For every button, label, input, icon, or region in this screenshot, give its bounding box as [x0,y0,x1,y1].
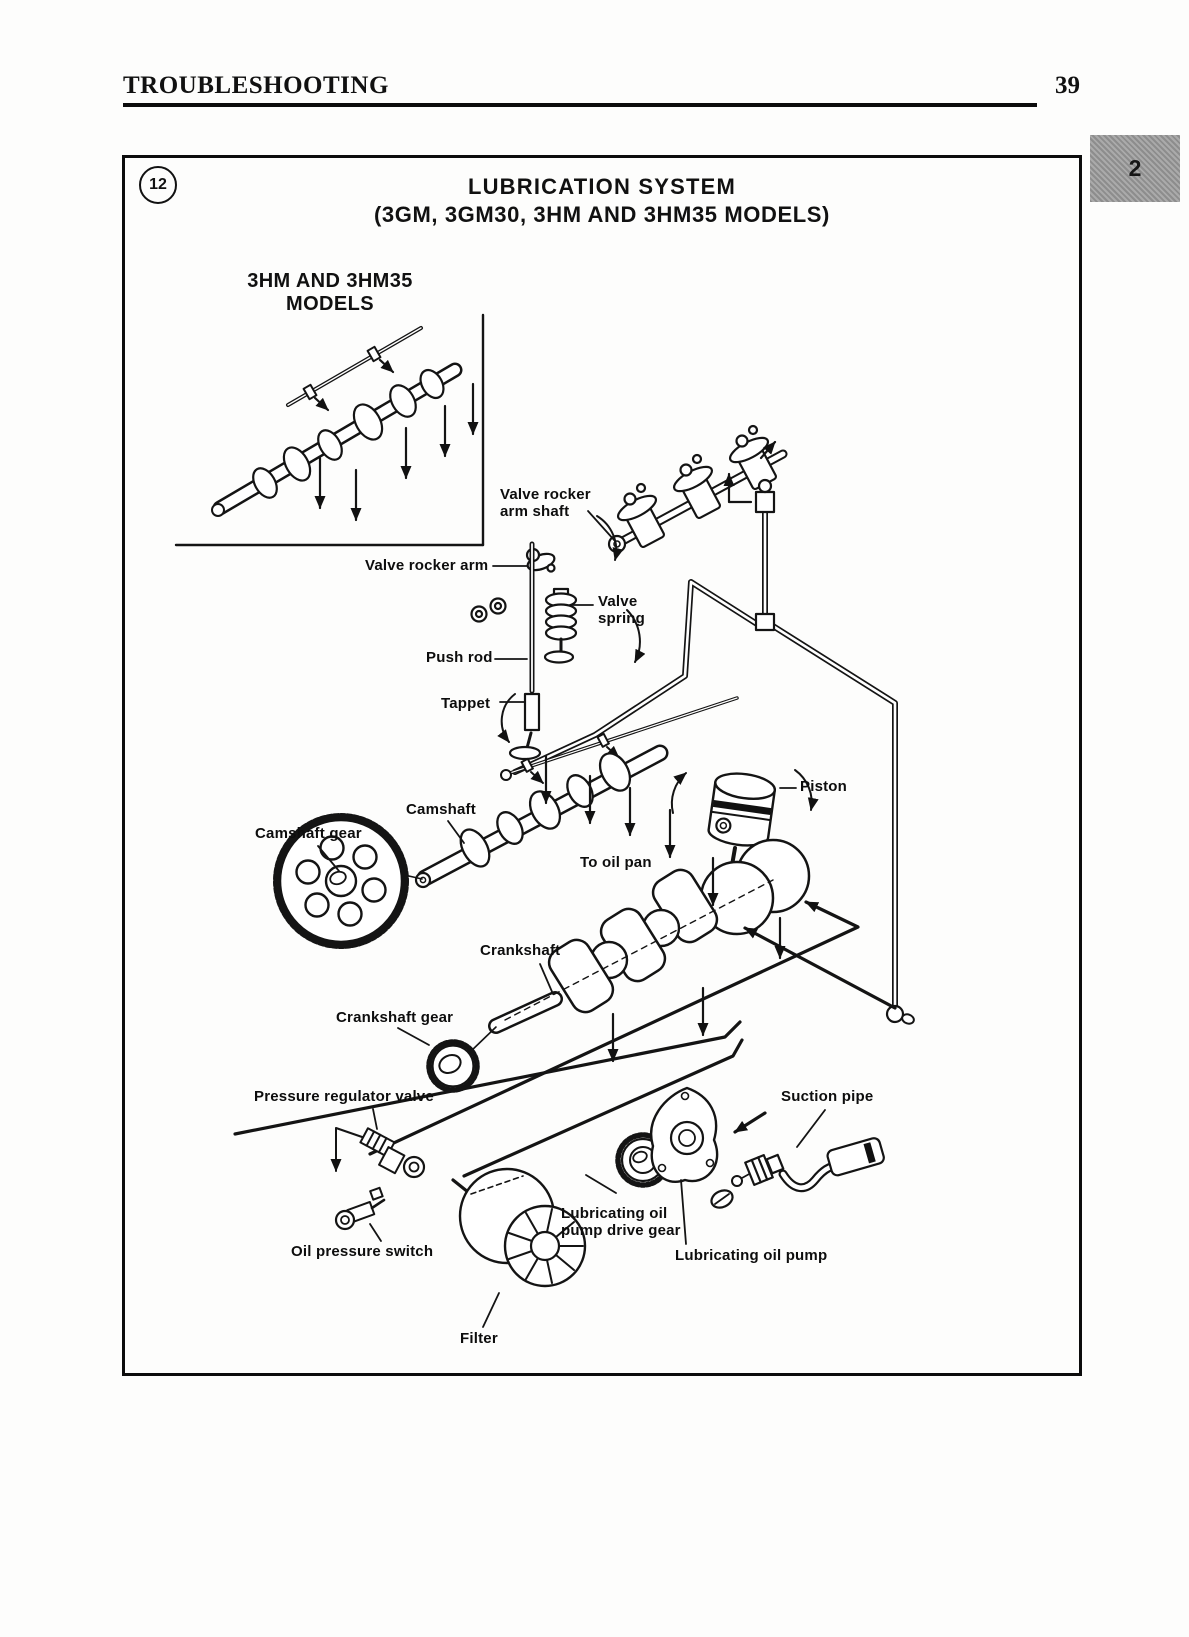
label-filter: Filter [460,1330,498,1347]
label-oil-pressure-switch: Oil pressure switch [291,1243,434,1260]
label-push-rod: Push rod [426,649,493,666]
label-valve-spring: Valve spring [598,593,646,627]
page-number: 39 [1055,72,1080,99]
inset-camshaft-drawing [211,326,479,522]
leader-lines [317,510,826,1328]
camshaft-drawing [355,696,739,889]
oil-pressure-switch-drawing [334,1186,386,1231]
valve-train-drawing [470,515,646,664]
label-crankshaft: Crankshaft [480,942,561,959]
label-crankshaft-gear: Crankshaft gear [336,1009,454,1026]
label-piston: Piston [800,778,848,795]
label-lubricating-oil-pump: Lubricating oil pump [675,1247,828,1264]
label-suction-pipe: Suction pipe [781,1088,874,1105]
figure-subtitle: (3GM, 3GM30, 3HM AND 3HM35 MODELS) [374,202,830,227]
oil-pipe-drawing [512,472,915,1025]
label-camshaft-gear: Camshaft gear [255,825,362,842]
lubrication-diagram-art [174,313,915,1328]
figure-number-badge: 12 [139,166,177,204]
crankshaft-gear-drawing [426,1026,497,1093]
page-header-title: TROUBLESHOOTING [123,72,389,99]
label-to-oil-pan: To oil pan [580,854,652,871]
header-rule [123,103,1037,107]
piston-drawing [707,772,777,847]
pressure-regulator-valve-drawing [359,1127,426,1179]
label-camshaft: Camshaft [406,801,476,818]
push-rod-tappet-drawing [497,541,542,761]
label-pressure-regulator-valve: Pressure regulator valve [254,1088,434,1105]
figure-title: LUBRICATION SYSTEM [467,174,737,199]
oil-flow-lines [233,754,897,1206]
figure-frame: 12 LUBRICATION SYSTEM (3GM, 3GM30, 3HM A… [122,155,1082,1376]
label-tappet: Tappet [441,695,491,712]
inset-frame [174,313,485,547]
filter-drawing [458,1167,587,1288]
chapter-edge-tab: 2 [1090,135,1180,202]
crankshaft-drawing [488,838,811,1034]
suction-pipe-drawing [731,1137,885,1193]
inset-heading: 3HM AND 3HM35 MODELS [247,270,413,315]
label-valve-rocker-arm: Valve rocker arm [365,557,489,574]
label-valve-rocker-arm-shaft: Valve rocker arm shaft [500,486,591,520]
camshaft-gear-drawing [273,813,409,949]
oil-pump-drawing [650,1086,734,1209]
rocker-assembly-drawing [607,424,788,554]
label-lubricating-oil-pump-drive-gear: Lubricating oil pump drive gear [561,1205,681,1239]
chapter-tab-label: 2 [1128,155,1142,181]
